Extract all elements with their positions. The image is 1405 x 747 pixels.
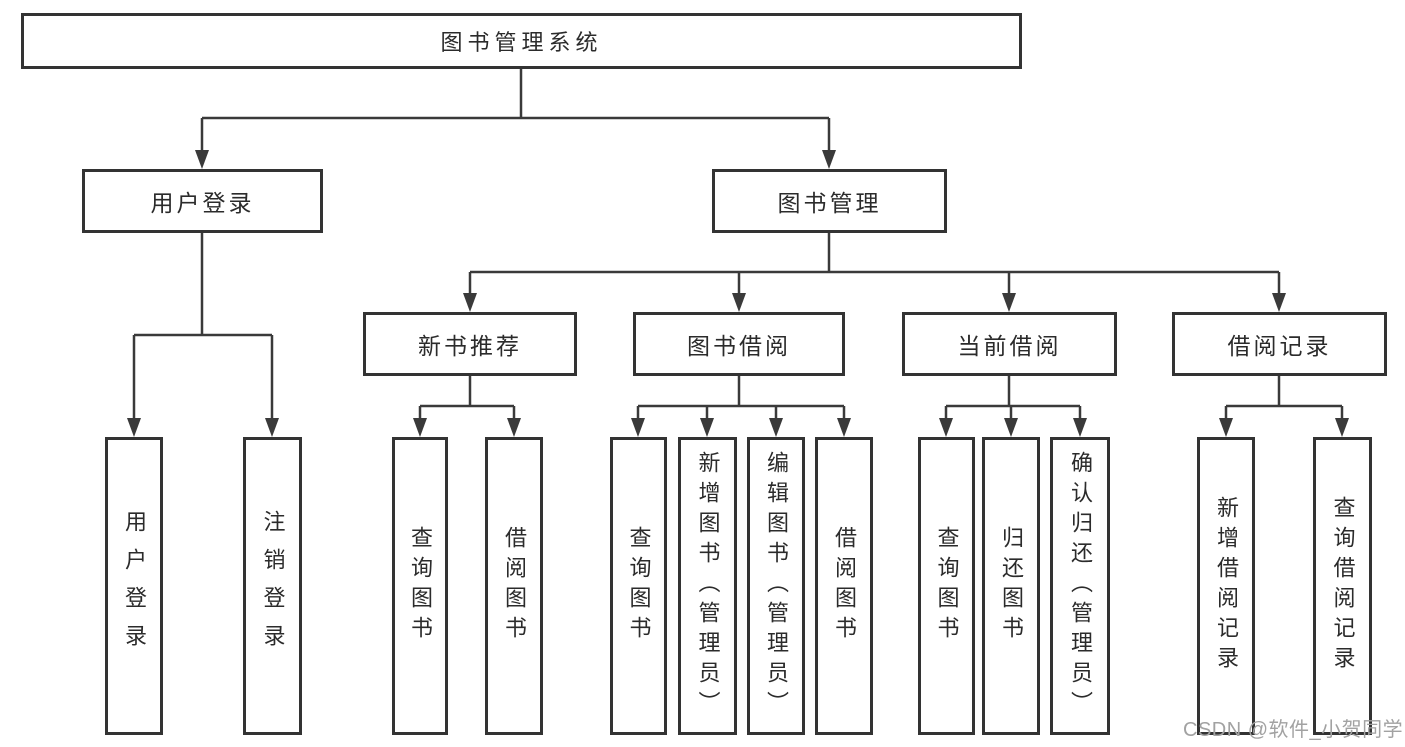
node-new-book-recommend: 新书推荐 <box>363 312 577 376</box>
connector-user-login-to-leaves <box>127 233 279 437</box>
connector-current-borrow-to-leaves <box>939 376 1087 437</box>
leaf-borrow-books-2: 借阅图书 <box>815 437 873 735</box>
leaf-user-login: 用户登录 <box>105 437 163 735</box>
leaf-query-borrow-record: 查询借阅记录 <box>1313 437 1372 735</box>
leaf-query-books-3: 查询图书 <box>918 437 975 735</box>
leaf-query-books-2: 查询图书 <box>610 437 667 735</box>
node-root-system: 图书管理系统 <box>21 13 1022 69</box>
leaf-add-books-admin: 新增图书（管理员） <box>678 437 737 735</box>
leaf-add-borrow-record: 新增借阅记录 <box>1197 437 1255 735</box>
leaf-confirm-return-admin: 确认归还（管理员） <box>1050 437 1110 735</box>
leaf-query-books-1: 查询图书 <box>392 437 448 735</box>
leaf-logout: 注销登录 <box>243 437 302 735</box>
connector-new-books-to-leaves <box>413 376 521 437</box>
node-book-management: 图书管理 <box>712 169 947 233</box>
leaf-edit-books-admin: 编辑图书（管理员） <box>747 437 805 735</box>
connector-book-mgmt-to-sections <box>463 233 1286 312</box>
leaf-borrow-books-1: 借阅图书 <box>485 437 543 735</box>
connector-borrow-records-to-leaves <box>1219 376 1349 437</box>
node-user-login: 用户登录 <box>82 169 323 233</box>
node-current-borrowing: 当前借阅 <box>902 312 1117 376</box>
node-borrowing-records: 借阅记录 <box>1172 312 1387 376</box>
connector-root-to-branches <box>195 69 836 169</box>
node-book-borrowing: 图书借阅 <box>633 312 845 376</box>
leaf-return-books: 归还图书 <box>982 437 1040 735</box>
csdn-watermark: CSDN @软件_小贺同学 <box>1183 719 1404 741</box>
connector-book-borrow-to-leaves <box>631 376 851 437</box>
